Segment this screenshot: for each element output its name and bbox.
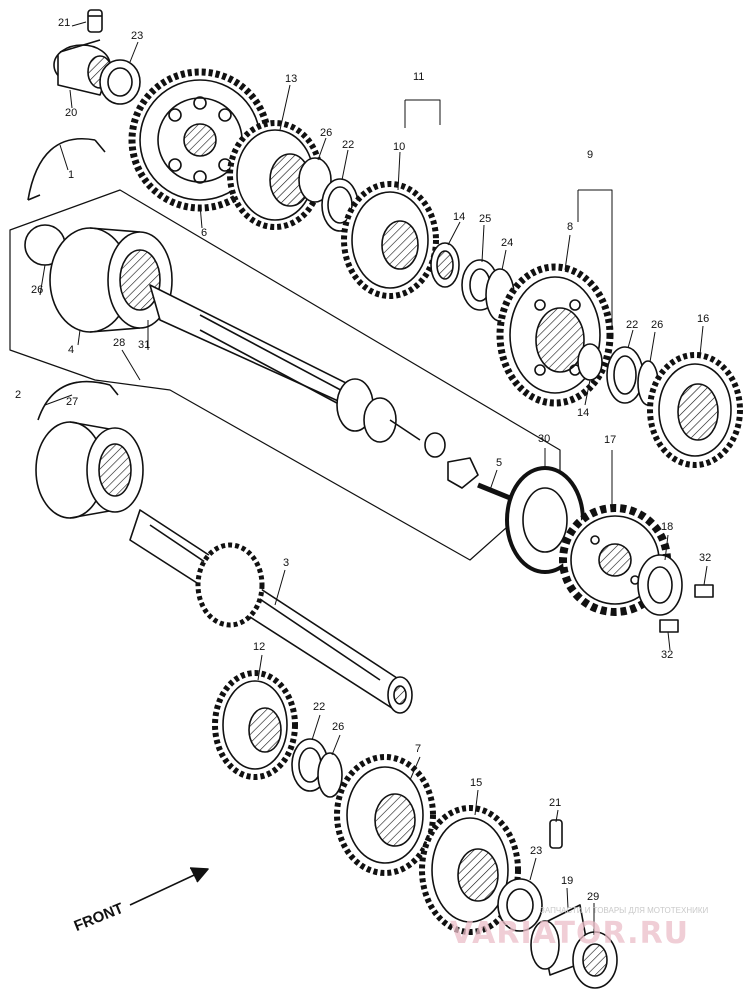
callout-26-top: 26 [320, 127, 333, 139]
pin-21-lower [549, 819, 563, 849]
callout-9: 9 [587, 149, 594, 161]
callout-7: 7 [415, 743, 422, 755]
callout-20: 20 [65, 107, 78, 119]
bolt-32-a [694, 584, 714, 598]
callout-28: 28 [113, 337, 126, 349]
callout-8: 8 [567, 221, 574, 233]
callout-23-top: 23 [131, 30, 144, 42]
callout-14-upper: 14 [453, 211, 466, 223]
seal-30 [505, 466, 585, 574]
callout-26-right: 26 [651, 319, 664, 331]
circlip-2 [37, 380, 119, 421]
ring-26-lower [317, 752, 343, 798]
watermark-tagline: ЗАПЧАСТИ И ТОВАРЫ ДЛЯ МОТОТЕХНИКИ [540, 906, 709, 915]
gear-10 [341, 181, 439, 299]
callout-30: 30 [538, 433, 551, 445]
callout-21-lower: 21 [549, 797, 562, 809]
callout-15: 15 [470, 777, 483, 789]
callout-23-lower: 23 [530, 845, 543, 857]
gear-13 [227, 120, 323, 230]
washer-23-top [99, 59, 141, 105]
bearing-4 [49, 227, 173, 333]
callout-3: 3 [283, 557, 290, 569]
callout-13: 13 [285, 73, 298, 85]
callout-26-left: 26 [31, 284, 44, 296]
callout-27: 27 [66, 396, 79, 408]
washer-23-lower [497, 878, 543, 932]
callout-16: 16 [697, 313, 710, 325]
callout-32-b: 32 [661, 649, 674, 661]
bolt-32-b [659, 619, 679, 633]
watermark-logo: VARIATOR.RU [450, 916, 690, 951]
front-arrow [129, 867, 209, 906]
countershaft-28 [149, 284, 421, 443]
gear-7 [334, 754, 436, 876]
callout-17: 17 [604, 434, 617, 446]
callout-14-lower: 14 [577, 407, 590, 419]
washer-shaft-end [424, 432, 446, 458]
plate-18 [637, 554, 683, 616]
callout-26-lower: 26 [332, 721, 345, 733]
gear-8 [496, 263, 614, 407]
pin-21-top [87, 9, 103, 33]
callout-24: 24 [501, 237, 514, 249]
assembly-outline [9, 189, 561, 561]
mainshaft-3 [129, 509, 413, 714]
ring-26-top [298, 157, 332, 203]
nut-shaft-end [447, 457, 479, 489]
callout-1: 1 [68, 169, 75, 181]
gear-12 [212, 670, 298, 780]
gear-16 [647, 352, 743, 468]
callout-31: 31 [138, 339, 151, 351]
callout-12: 12 [253, 641, 266, 653]
cap-29 [572, 931, 618, 989]
callout-2: 2 [15, 389, 22, 401]
callout-21-top: 21 [58, 17, 71, 29]
callout-22-lower: 22 [313, 701, 326, 713]
callout-18: 18 [661, 521, 674, 533]
callout-6: 6 [201, 227, 208, 239]
gear-15 [419, 805, 521, 935]
callout-22-right: 22 [626, 319, 639, 331]
callout-25: 25 [479, 213, 492, 225]
circlip-1 [27, 138, 106, 201]
callout-29: 29 [587, 891, 600, 903]
callout-10: 10 [393, 141, 406, 153]
callout-5: 5 [496, 457, 503, 469]
bush-14-lower [577, 343, 603, 381]
bearing-27 [35, 421, 144, 519]
callout-32-a: 32 [699, 552, 712, 564]
callout-4: 4 [68, 344, 75, 356]
callout-22-top: 22 [342, 139, 355, 151]
collar-20 [53, 39, 113, 96]
callout-11: 11 [413, 71, 425, 83]
callout-19: 19 [561, 875, 574, 887]
